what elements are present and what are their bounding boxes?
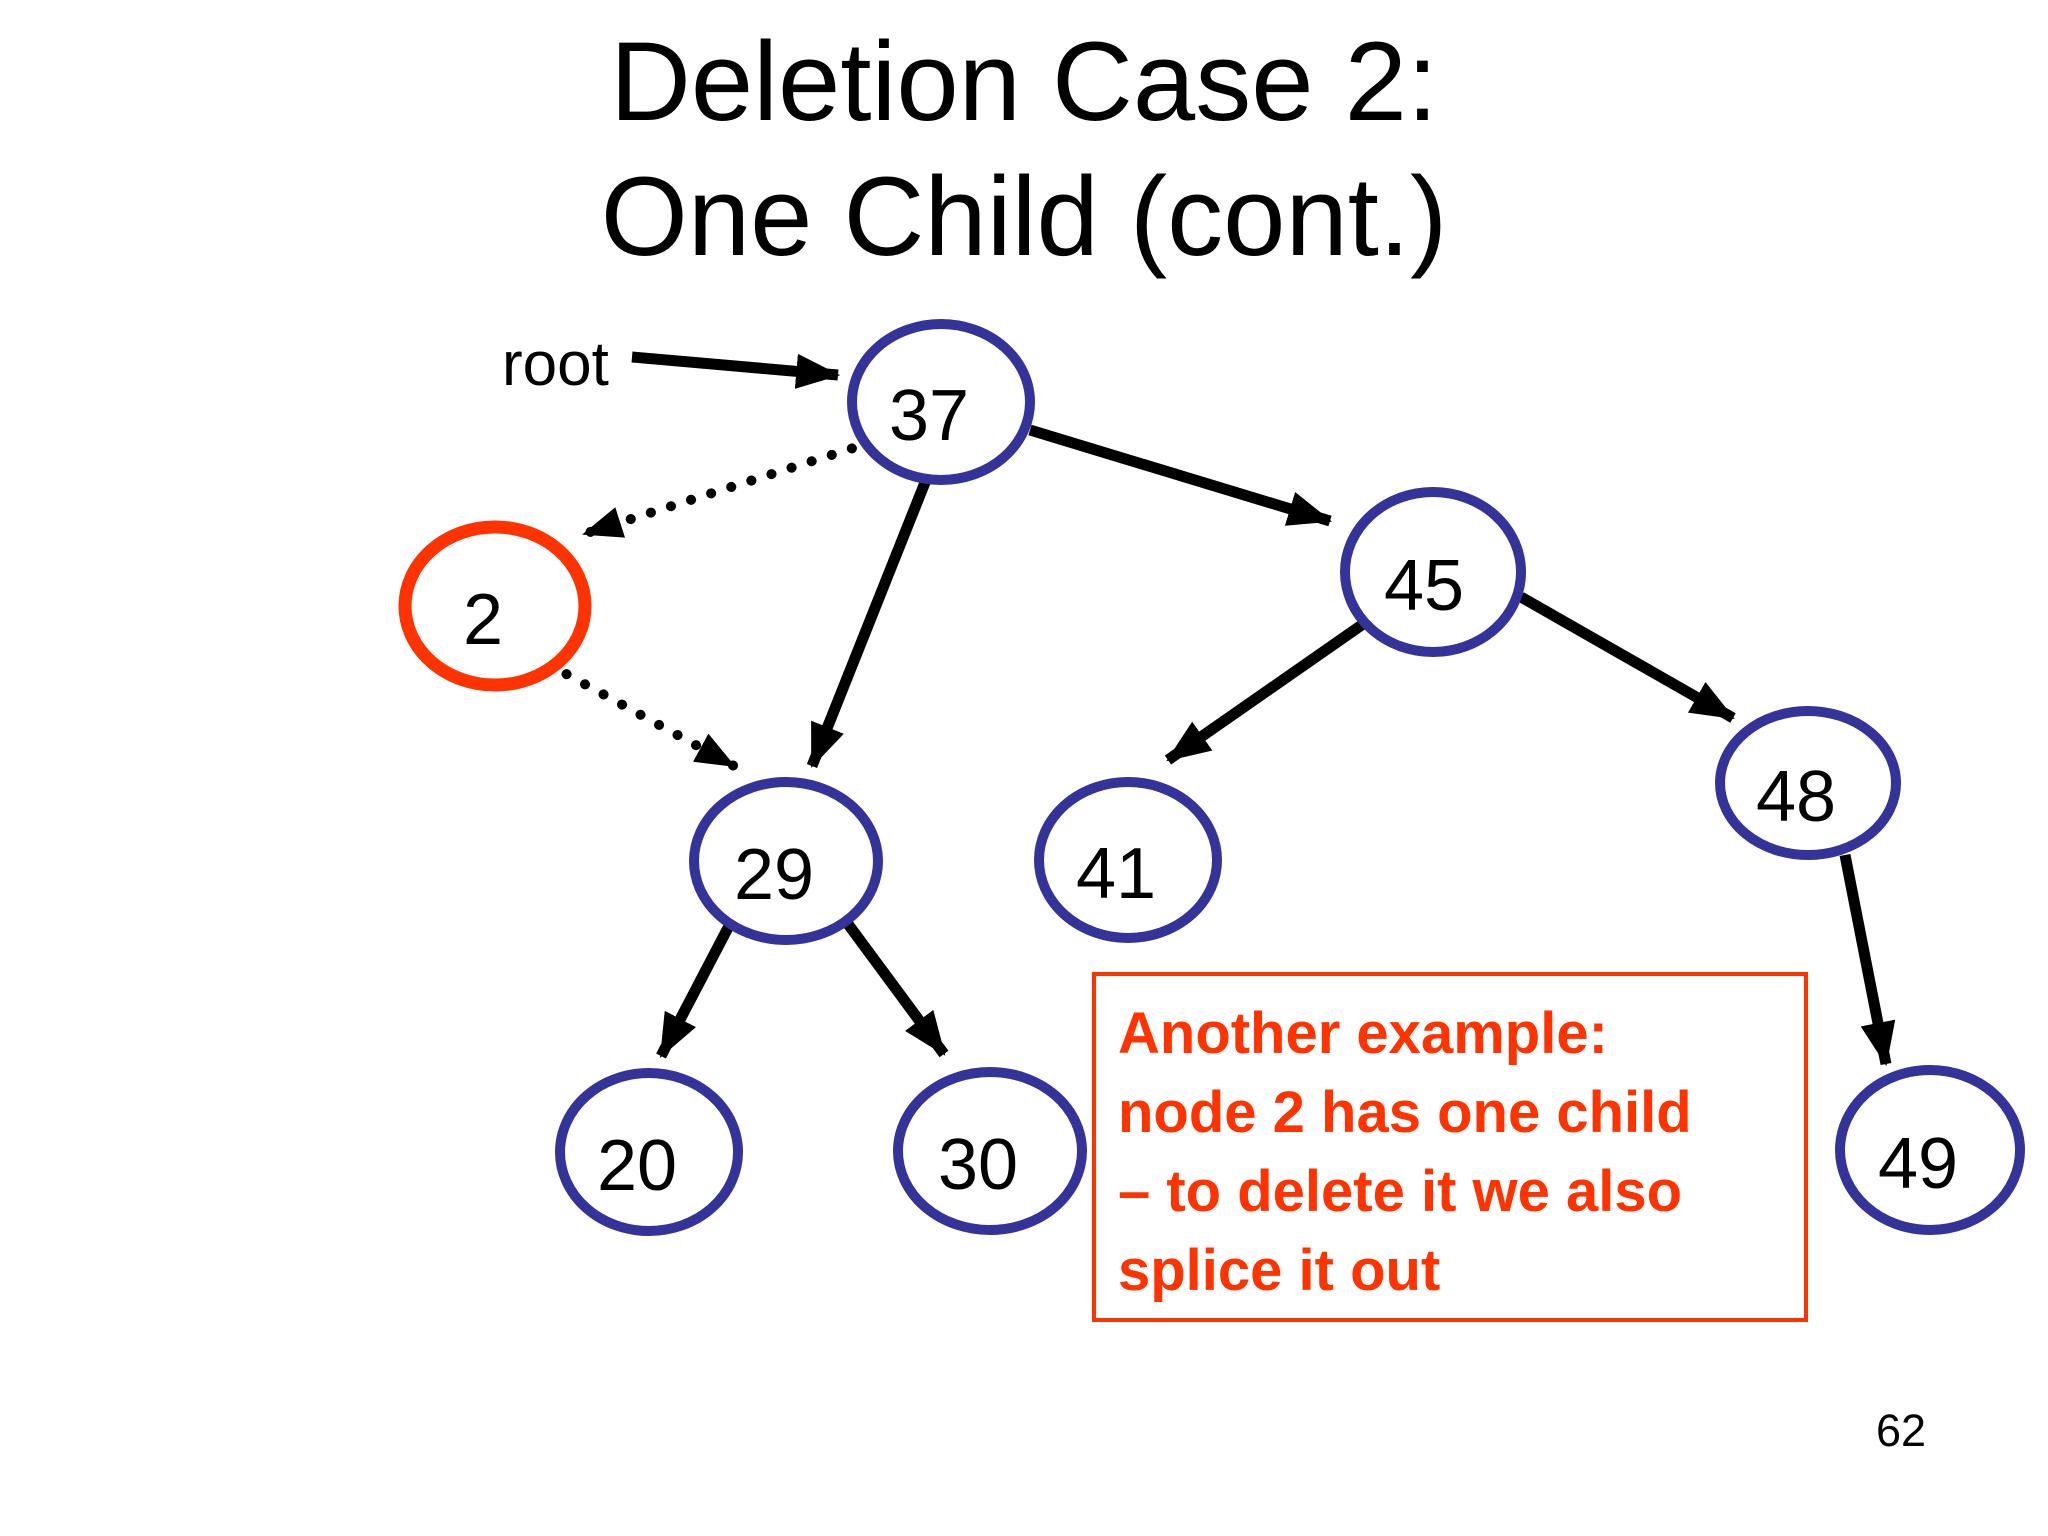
node-29-circle — [689, 777, 883, 945]
callout-line-4: splice it out — [1118, 1238, 1441, 1303]
edge-29-30 — [840, 916, 949, 1058]
node-20-label: 20 — [597, 1126, 677, 1206]
title-line-1: Deletion Case 2: — [609, 19, 1439, 144]
node-30-label: 30 — [938, 1125, 1018, 1205]
node-29: 29 — [689, 777, 883, 945]
node-30: 30 — [893, 1067, 1087, 1235]
callout-box: Another example: node 2 has one child – … — [1092, 972, 1808, 1322]
node-2-label: 2 — [463, 580, 503, 660]
node-20-circle — [555, 1068, 743, 1236]
node-29-label: 29 — [734, 835, 814, 915]
node-48: 48 — [1715, 706, 1901, 860]
node-37: 37 — [847, 319, 1035, 485]
node-45: 45 — [1340, 487, 1526, 657]
node-20: 20 — [555, 1068, 743, 1236]
node-49: 49 — [1835, 1065, 2025, 1235]
node-48-label: 48 — [1756, 757, 1836, 837]
callout-line-3: – to delete it we also — [1118, 1159, 1683, 1224]
root-pointer-label: root — [502, 330, 609, 399]
node-49-circle — [1835, 1065, 2025, 1235]
callout-line-1: Another example: — [1118, 1001, 1608, 1066]
callout-line-2: node 2 has one child — [1118, 1080, 1692, 1145]
node-41: 41 — [1034, 777, 1222, 943]
node-49-label: 49 — [1878, 1124, 1958, 1204]
node-2-circle — [398, 520, 592, 692]
node-37-label: 37 — [889, 376, 969, 456]
node-2-highlighted: 2 — [398, 520, 592, 692]
node-45-label: 45 — [1384, 546, 1464, 626]
edge-45-41 — [1164, 617, 1370, 765]
node-37-circle — [847, 319, 1035, 485]
edge-37-45 — [1028, 424, 1333, 527]
edge-2-29-dotted — [543, 659, 739, 771]
slide-title: Deletion Case 2: One Child (cont.) — [0, 14, 2048, 284]
edge-45-48 — [1518, 592, 1736, 723]
page-number: 62 — [1876, 1405, 1927, 1456]
title-line-2: One Child (cont.) — [600, 154, 1448, 279]
edge-37-29 — [806, 477, 932, 769]
node-48-circle — [1715, 706, 1901, 860]
node-30-circle — [893, 1067, 1087, 1235]
edge-rootpointer-37 — [631, 351, 841, 389]
edge-37-2-dotted — [579, 437, 877, 539]
node-45-circle — [1340, 487, 1526, 657]
edge-48-49 — [1839, 853, 1896, 1067]
edge-29-20 — [656, 919, 736, 1059]
node-41-circle — [1034, 777, 1222, 943]
node-41-label: 41 — [1076, 834, 1156, 914]
